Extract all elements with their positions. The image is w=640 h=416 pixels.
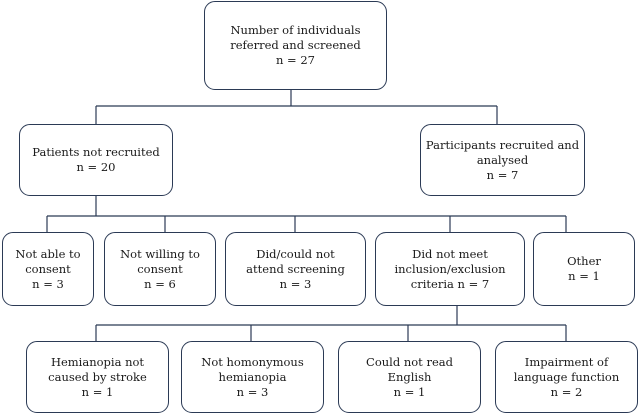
criteria-language-line1: Impairment of [524,354,609,369]
criteria-hemianopia-stroke-box: Hemianopia not caused by stroke n = 1 [26,341,169,413]
reason-attend-line2: attend screening [246,261,345,276]
criteria-english-count: n = 1 [393,384,426,399]
criteria-language-count: n = 2 [550,384,583,399]
reason-not-willing-box: Not willing to consent n = 6 [104,232,216,306]
reason-not-willing-count: n = 6 [144,276,176,291]
not-recruited-label: Patients not recruited [32,145,160,159]
criteria-not-homonymous-line1: Not homonymous [201,354,304,369]
reason-criteria-line2: inclusion/exclusion [394,261,506,276]
criteria-english-line2: English [387,369,432,384]
recruited-box: Participants recruited and analysed n = … [420,124,585,196]
criteria-hemianopia-stroke-count: n = 1 [81,384,114,399]
screened-count: n = 27 [276,53,315,67]
reason-not-able-count: n = 3 [32,276,64,291]
reason-attend-box: Did/could not attend screening n = 3 [225,232,366,306]
reason-criteria-box: Did not meet inclusion/exclusion criteri… [375,232,525,306]
reason-attend-count: n = 3 [279,276,312,291]
reason-not-able-line2: consent [25,261,71,276]
criteria-language-box: Impairment of language function n = 2 [495,341,638,413]
criteria-not-homonymous-count: n = 3 [236,384,269,399]
criteria-hemianopia-stroke-line1: Hemianopia not [50,354,145,369]
reason-not-able-box: Not able to consent n = 3 [2,232,94,306]
criteria-not-homonymous-box: Not homonymous hemianopia n = 3 [181,341,324,413]
reason-criteria-line1: Did not meet [412,246,488,261]
criteria-english-line1: Could not read [366,354,453,369]
screened-label-line1: Number of individuals [230,23,361,37]
screened-label-line2: referred and screened [230,38,361,52]
not-recruited-box: Patients not recruited n = 20 [19,124,173,196]
criteria-english-box: Could not read English n = 1 [338,341,481,413]
reason-other-count: n = 1 [568,269,600,283]
criteria-hemianopia-stroke-line2: caused by stroke [48,369,147,384]
reason-other-box: Other n = 1 [533,232,635,306]
screened-box: Number of individuals referred and scree… [204,1,387,90]
criteria-language-line2: language function [513,369,620,384]
reason-criteria-count: criteria n = 7 [410,276,490,291]
recruited-count: n = 7 [486,167,519,182]
recruited-label-line2: analysed [476,152,529,167]
reason-other-label: Other [567,254,601,268]
reason-not-able-line1: Not able to [15,246,81,261]
reason-attend-line1: Did/could not [256,246,335,261]
criteria-not-homonymous-line2: hemianopia [218,369,287,384]
reason-not-willing-line2: consent [137,261,183,276]
reason-not-willing-line1: Not willing to [120,246,200,261]
recruited-label-line1: Participants recruited and [425,137,580,152]
not-recruited-count: n = 20 [76,160,116,174]
